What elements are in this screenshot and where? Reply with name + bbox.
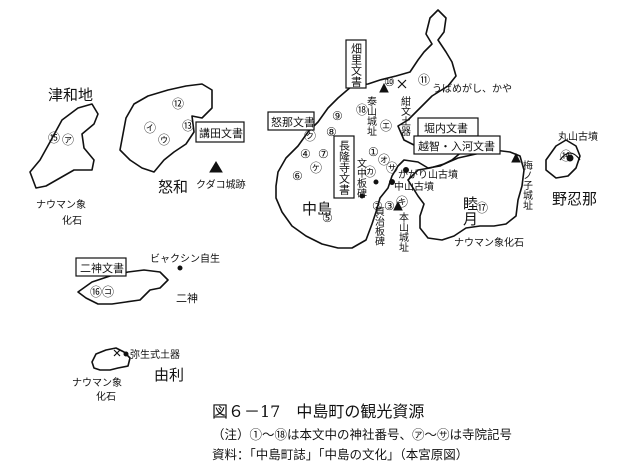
castle-icon	[393, 200, 403, 211]
castle-icon	[379, 82, 389, 93]
island-label-futagami: 二神	[176, 291, 198, 305]
island-yuri	[91, 347, 131, 371]
island-label-nuwa: 怒和	[158, 178, 188, 196]
site-dot-icon	[359, 193, 365, 199]
marker-6: ⑥	[292, 169, 303, 183]
tomb-icon	[566, 154, 574, 162]
island-nuwa	[119, 83, 213, 173]
label-naumann-mutsuki: ナウマン象化石	[454, 236, 524, 249]
label-fossil-tsuwaji: 化石	[62, 214, 82, 227]
label-kudako-castle: クダコ城跡	[196, 178, 246, 191]
marker-12: ⑫	[172, 97, 184, 111]
marker-14: ⑭	[560, 149, 572, 163]
box-label-chorakuji: 長隆寺文書	[338, 140, 351, 196]
label-bikushin: ビャクシン自生	[150, 252, 220, 265]
box-label-horiuchi: 堀内文書	[424, 121, 468, 135]
label-honyama-castle: 本山城址	[397, 211, 409, 252]
label-fossil-yuri: 化石	[96, 390, 116, 403]
marker-1: ①	[368, 145, 379, 159]
box-ochi	[413, 135, 501, 155]
figure-note: （注）①～⑱は本文中の神社番号、㋐～㋚は寺院記号	[212, 427, 513, 442]
site-dot-icon	[123, 351, 129, 357]
label-nakayama-tomb2: 中山古墳	[394, 180, 434, 193]
fossil-icon	[397, 79, 407, 89]
temple-marker-so: ㋙	[102, 285, 114, 299]
tomb-icon	[403, 167, 409, 173]
castle-icon	[511, 152, 521, 163]
temple-marker-ko: ㋔	[378, 153, 390, 167]
label-sadaharu-stele: 貞治板碑	[373, 206, 385, 247]
marker-15: ⑮	[48, 131, 60, 145]
marker-16: ⑯	[90, 285, 102, 299]
box-label-nuwa-doc: 怒那文書	[271, 115, 315, 129]
temple-marker-sa: ㋕	[364, 165, 376, 179]
marker-11: ⑪	[418, 73, 430, 87]
island-label-mutsuki: 睦月	[461, 196, 479, 227]
box-nuwa-doc	[267, 111, 315, 131]
label-sokaki-doki: 紺文土器	[399, 95, 411, 137]
tomb-arc-icon	[559, 152, 581, 161]
box-chorakuji	[333, 135, 355, 199]
temple-marker-ki: ㋑	[144, 121, 156, 135]
temple-marker-ka: ㋐	[62, 133, 74, 147]
marker-4: ④	[300, 147, 311, 161]
box-label-hatake: 畑里文書	[350, 43, 363, 88]
marker-18: ⑱	[356, 103, 368, 117]
marker-9: ⑨	[332, 109, 343, 123]
marker-17: ⑰	[476, 201, 488, 215]
marker-8: ⑧	[326, 125, 337, 139]
marker-10: ⑩	[384, 75, 395, 89]
label-kazami-castle: 泰山城址	[365, 95, 377, 136]
temple-marker-se: ㋘	[310, 161, 322, 175]
label-yayoi: 弥生式土器	[130, 348, 180, 361]
figure-title: 図６－17 中島町の観光資源	[212, 402, 425, 421]
temple-marker-ke: ㋓	[380, 119, 392, 133]
temple-marker-su: ㋗	[304, 129, 316, 143]
island-label-tsuwaji: 津和地	[48, 86, 93, 104]
label-bunchu-stele: 文中板碑	[355, 157, 367, 199]
island-nogutsuna	[545, 139, 581, 179]
box-label-ochi: 越智・入河文書	[418, 139, 495, 153]
site-dot-icon	[373, 179, 379, 185]
label-maruyama-tomb: 丸山古墳	[558, 130, 598, 143]
label-utsubogashi: うばめがし、かや	[432, 82, 512, 95]
box-label-kouda: 講田文書	[199, 126, 243, 140]
box-hatake	[345, 39, 367, 89]
island-tsuwaji	[29, 103, 99, 189]
label-naumann-yuri: ナウマン象	[72, 377, 122, 389]
marker-3: ③	[384, 199, 395, 213]
box-label-futagami-doc: 二神文書	[80, 261, 124, 275]
island-label-nogutsuna: 野忍那	[552, 190, 597, 208]
box-futagami-doc	[75, 257, 127, 277]
island-label-yuri: 由利	[154, 366, 184, 384]
fossil-icon	[113, 349, 121, 357]
site-dot-icon	[177, 265, 183, 271]
marker-2: ②	[372, 199, 383, 213]
figure-source: 資料：「中島町誌」「中島の文化」（本宮原図）	[212, 447, 469, 462]
marker-13: ⑬	[182, 119, 194, 133]
castle-icon	[209, 161, 223, 173]
temple-marker-shi: ㋖	[396, 195, 408, 209]
temple-marker-ta: ㋚	[386, 161, 398, 175]
marker-7: ⑦	[318, 147, 329, 161]
label-kagari-tomb: かがり山古墳	[398, 168, 458, 181]
temple-marker-ku: ㋒	[158, 133, 170, 147]
label-umenoko-castle: 梅ノ子城址	[521, 159, 533, 210]
box-kouda	[195, 121, 245, 143]
label-naumann-tsuwaji: ナウマン象	[36, 199, 86, 211]
tomb-icon	[389, 179, 395, 185]
island-mutsuki	[407, 149, 525, 241]
island-label-nakajima: 中島	[302, 200, 332, 218]
marker-5: ⑤	[322, 211, 333, 225]
